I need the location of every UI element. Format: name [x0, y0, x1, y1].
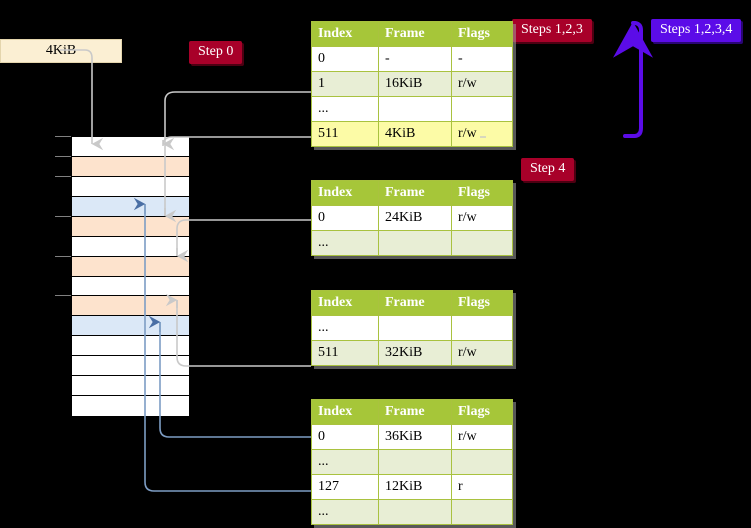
column-header-flags: Flags [451, 399, 513, 425]
memory-tick [55, 255, 71, 257]
wire-memlabel-to-memory [60, 49, 104, 151]
memory-frame-row [72, 236, 189, 257]
badge-step0: Step 0 [189, 41, 243, 64]
column-header-frame: Frame [378, 180, 452, 206]
table-cell-c-frm: 4KiB [378, 121, 452, 147]
memory-frame-row [72, 216, 189, 237]
table-row: ... [311, 96, 513, 122]
table-cell-c-idx: 511 [311, 340, 379, 366]
table-cell-c-frm [378, 449, 452, 475]
table-row: ... [311, 230, 513, 256]
wire-t1-row1-to-memory [164, 91, 311, 216]
table-cell-c-flg [451, 449, 513, 475]
table-cell-c-flg: r/w [451, 121, 513, 147]
table-cell-c-idx: 511 [311, 121, 379, 147]
table-cell-c-flg: r [451, 474, 513, 500]
wire-t2-row0-to-memory [176, 219, 311, 256]
column-header-frame: Frame [378, 21, 452, 47]
table-cell-c-flg: r/w [451, 71, 513, 97]
wire-t1-511-to-memory [162, 136, 311, 147]
table-cell-c-idx: 1 [311, 71, 379, 97]
table-row: ... [311, 315, 513, 341]
table-row: ... [311, 449, 513, 475]
memory-tick [55, 295, 71, 297]
memory-frame-row [72, 276, 189, 297]
column-header-flags: Flags [451, 290, 513, 316]
memory-tick [55, 155, 71, 157]
table-cell-c-flg [451, 499, 513, 525]
column-header-index: Index [311, 180, 379, 206]
column-header-flags: Flags [451, 21, 513, 47]
memory-tick [55, 136, 71, 137]
memory-frame-row [72, 196, 189, 217]
table-cell-c-frm [378, 499, 452, 525]
badge-steps1234: Steps 1,2,3,4 [651, 19, 742, 42]
table-row: ... [311, 499, 513, 525]
memory-tick [55, 215, 71, 217]
table-cell-c-frm [378, 230, 452, 256]
table-cell-c-frm [378, 315, 452, 341]
table-cell-c-idx: ... [311, 315, 379, 341]
table-cell-c-frm: 32KiB [378, 340, 452, 366]
table-cell-c-flg: r/w [451, 340, 513, 366]
memory-frame-row [72, 256, 189, 277]
badge-steps123: Steps 1,2,3 [512, 19, 592, 42]
wire-t4-row0-to-memory [159, 322, 311, 438]
table-cell-c-frm: 36KiB [378, 424, 452, 450]
table-cell-c-frm: 12KiB [378, 474, 452, 500]
memory-tick [55, 175, 71, 177]
table-cell-c-flg [451, 230, 513, 256]
memory-frame-row [72, 176, 189, 197]
memory-frame-row [72, 296, 189, 317]
memory-frame-row [72, 156, 189, 177]
column-header-index: Index [311, 399, 379, 425]
badge-step4: Step 4 [521, 158, 575, 181]
table-cell-c-flg: r/w [451, 424, 513, 450]
wire-t3-511-to-memory [176, 300, 311, 367]
column-header-index: Index [311, 290, 379, 316]
column-header-flags: Flags [451, 180, 513, 206]
wire-t4-row127-to-memory [144, 204, 311, 492]
bracket-steps-arrow [613, 21, 653, 138]
table-cell-c-idx: 0 [311, 205, 379, 231]
